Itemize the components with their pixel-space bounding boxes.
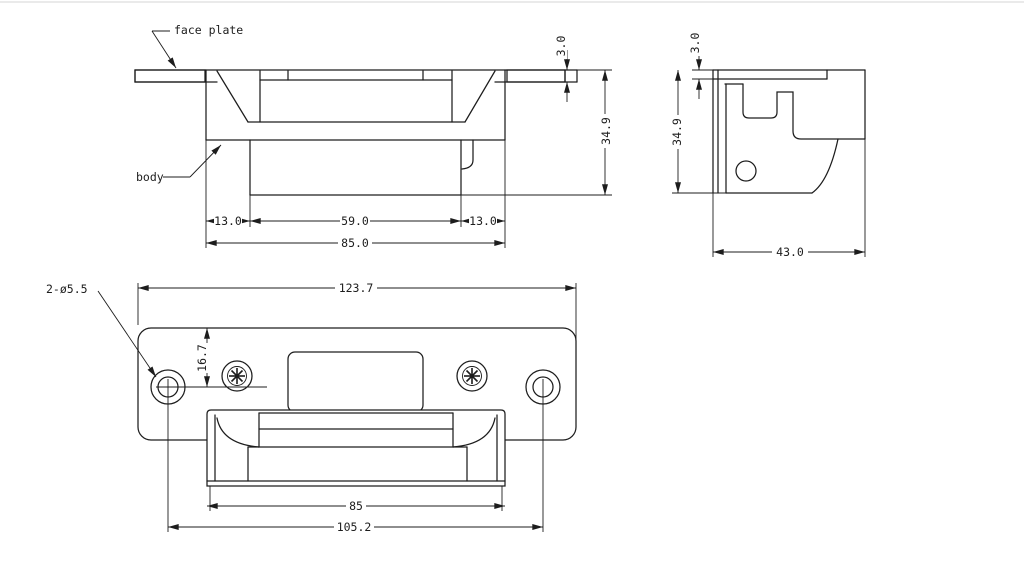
side-hole <box>735 160 757 182</box>
screw-left <box>221 360 253 392</box>
hole-offset-dim: 16.7 <box>195 344 209 372</box>
side-view: 3.0 34.9 43.0 <box>670 30 866 259</box>
body-label: body <box>136 170 164 184</box>
side-total-height-dim: 34.9 <box>670 118 684 146</box>
plan-body-width-dim: 85 <box>349 499 363 513</box>
bottom-plan-view: 2-ø5.5 123.7 16.7 85 105.2 <box>46 281 577 534</box>
front-view: face plate body 3.0 34.9 13.0 <box>134 23 613 250</box>
side-depth-dim: 43.0 <box>776 245 804 259</box>
face-plate-label: face plate <box>174 23 243 37</box>
front-body-width-dim: 59.0 <box>341 214 369 228</box>
side-plate-thickness-dim: 3.0 <box>688 33 702 54</box>
front-left-offset-dim: 13.0 <box>214 214 242 228</box>
plate-length-dim: 123.7 <box>339 281 374 295</box>
hole-spec-dim: 2-ø5.5 <box>46 282 88 296</box>
faceplate-hatch-left <box>134 69 206 83</box>
faceplate-hatch-right <box>506 69 566 83</box>
front-total-height-dim: 34.9 <box>599 117 613 145</box>
front-flange-width-dim: 85.0 <box>341 236 369 250</box>
hole-spacing-dim: 105.2 <box>337 520 372 534</box>
screw-right <box>456 360 488 392</box>
front-plate-thickness-dim: 3.0 <box>554 36 568 57</box>
front-right-offset-dim: 13.0 <box>469 214 497 228</box>
keeper-assembly <box>206 409 506 487</box>
